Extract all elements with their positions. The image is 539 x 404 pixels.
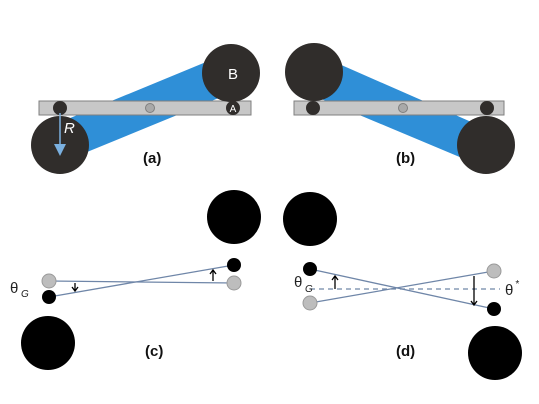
rotated-line-c — [48, 264, 235, 298]
panel-c-label: (c) — [145, 343, 163, 360]
disk-a-small — [226, 101, 240, 115]
gray-dot-right-c — [226, 275, 242, 291]
panel-a-label: (a) — [143, 150, 161, 167]
line-gray-d — [309, 270, 495, 304]
panel-b: (b) — [285, 43, 515, 174]
gray-dot-left-d — [302, 295, 318, 311]
black-dot-right-d — [487, 302, 501, 316]
theta-g-subscript-d: G — [305, 284, 313, 295]
black-disk-top-d — [283, 192, 337, 246]
panel-d-label: (d) — [396, 343, 415, 360]
line-black-d — [309, 268, 495, 310]
large-disk-bottom-b — [457, 116, 515, 174]
black-disk-top-c — [207, 190, 261, 244]
pivot-dot-right-b — [480, 101, 494, 115]
panel-c: θ G (c) — [10, 190, 261, 370]
angle-arrow-right-c — [209, 268, 217, 281]
center-dot-b — [398, 103, 408, 113]
black-dot-right-c — [227, 258, 241, 272]
angle-arrow-left-c — [71, 283, 79, 293]
theta-star-symbol-d: θ — [505, 282, 513, 299]
theta-g-symbol-c: θ — [10, 280, 18, 297]
pivot-dot-left-a — [53, 101, 67, 115]
gray-dot-left-c — [41, 273, 57, 289]
radius-label: R — [64, 120, 75, 137]
reference-line-c — [48, 280, 235, 284]
panel-d: θ G θ * (d) — [283, 192, 522, 380]
panel-a: A B R (a) — [31, 44, 260, 174]
theta-g-symbol-d: θ — [294, 274, 302, 291]
disk-b — [202, 44, 260, 102]
angle-arrow-left-d — [331, 274, 339, 289]
black-dot-left-c — [42, 290, 56, 304]
disk-b-label: B — [228, 66, 238, 83]
disk-a-label: A — [230, 104, 237, 115]
theta-star-superscript-d: * — [515, 279, 520, 290]
large-disk-top-b — [285, 43, 343, 101]
pivot-dot-left-b — [306, 101, 320, 115]
theta-g-subscript-c: G — [21, 289, 29, 300]
black-dot-left-d — [303, 262, 317, 276]
black-disk-bottom-d — [468, 326, 522, 380]
angle-arrow-right-d — [470, 276, 478, 307]
gray-dot-right-d — [486, 263, 502, 279]
center-dot-a — [145, 103, 155, 113]
panel-b-label: (b) — [396, 150, 415, 167]
black-disk-bottom-c — [21, 316, 75, 370]
